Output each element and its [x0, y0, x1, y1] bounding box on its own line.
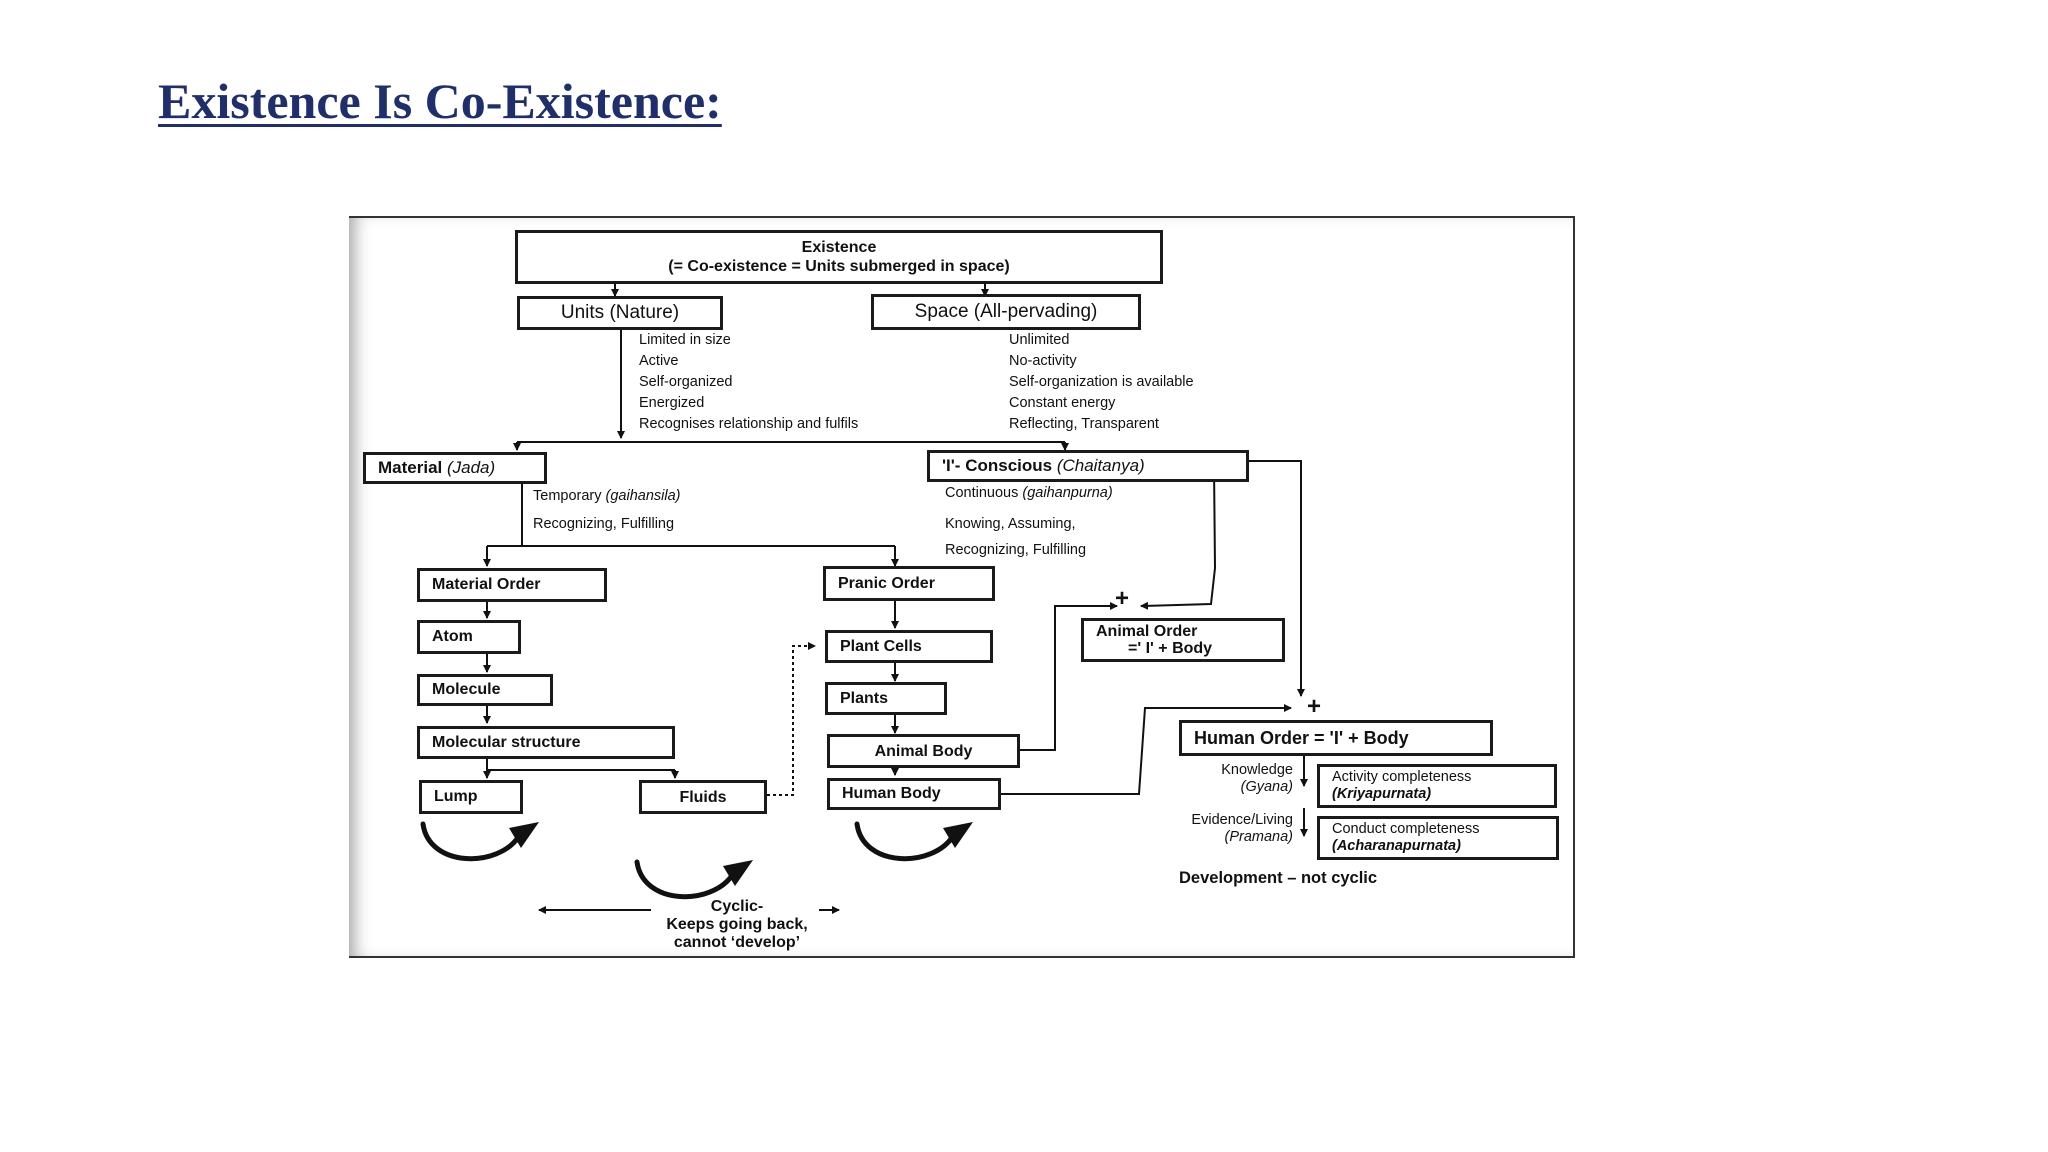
molecule-box: Molecule — [417, 674, 553, 706]
development-label: Development – not cyclic — [1179, 869, 1378, 887]
cycle-humanbody-icon — [854, 821, 956, 862]
arrow-animalbody-plus — [1020, 602, 1118, 751]
pranic-order-box: Pranic Order — [823, 566, 995, 601]
material-recognizing: Recognizing, Fulfilling — [533, 516, 675, 532]
knowledge-label: Knowledge (Gyana) — [1221, 762, 1293, 795]
animal-body-box: Animal Body — [827, 734, 1020, 768]
units-properties: Limited in size Active Self-organized En… — [639, 332, 859, 432]
split-structure — [486, 758, 675, 771]
conscious-continuous: Continuous (gaihanpurna) — [945, 485, 1113, 501]
slide-title: Existence Is Co-Existence: — [158, 73, 722, 129]
cycle-lump-arrowhead — [509, 822, 539, 848]
evidence-label: Evidence/Living (Pramana) — [1191, 812, 1293, 845]
animal-order-plus: + — [1115, 585, 1130, 612]
dotted-fluids-plantcells — [767, 642, 816, 796]
units-box: Units (Nature) — [517, 296, 723, 330]
animal-order-box: Animal Order =' I' + Body — [1081, 618, 1285, 662]
human-order-box: Human Order = 'I' + Body — [1179, 720, 1493, 756]
material-order-box: Material Order — [417, 568, 607, 602]
lump-box: Lump — [419, 780, 523, 814]
activity-completeness-box: Activity completeness (Kriyapurnata) — [1317, 764, 1557, 808]
existence-box: Existence (= Co-existence = Units submer… — [515, 230, 1163, 284]
arrow-conscious-animalorder — [1140, 465, 1217, 610]
conduct-completeness-box: Conduct completeness (Acharanapurnata) — [1317, 816, 1559, 860]
cycle-humanbody-arrowhead — [943, 822, 973, 848]
cyclic-label: Cyclic- Keeps going back, cannot ‘develo… — [666, 898, 808, 951]
arrow-humanbody-plus — [1001, 704, 1292, 795]
space-properties: Unlimited No-activity Self-organization … — [1009, 332, 1194, 432]
material-temporary: Temporary (gaihansila) — [533, 488, 681, 504]
conscious-recognizing: Recognizing, Fulfilling — [945, 542, 1087, 558]
fluids-box: Fluids — [639, 780, 767, 814]
existence-diagram: Existence (= Co-existence = Units submer… — [349, 216, 1575, 958]
existence-label: Existence — [801, 239, 877, 256]
plants-box: Plants — [825, 682, 947, 715]
arrow-conscious-humanorder — [1249, 460, 1305, 697]
cycle-center-arrowhead — [723, 860, 753, 886]
human-body-box: Human Body — [827, 778, 1001, 810]
conscious-box: 'I'- Conscious (Chaitanya) — [927, 450, 1249, 482]
diagram-connectors — [420, 284, 1308, 914]
atom-box: Atom — [417, 620, 521, 654]
plant-cells-box: Plant Cells — [825, 630, 993, 663]
cycle-lump-icon — [420, 821, 522, 862]
conscious-knowing: Knowing, Assuming, — [945, 516, 1076, 532]
cycle-center-icon — [634, 859, 736, 900]
existence-definition: (= Co-existence = Units submerged in spa… — [668, 258, 1010, 275]
human-order-plus: + — [1307, 693, 1322, 720]
molecular-structure-box: Molecular structure — [417, 726, 675, 759]
space-box: Space (All-pervading) — [871, 294, 1141, 330]
material-box: Material (Jada) — [363, 452, 547, 484]
